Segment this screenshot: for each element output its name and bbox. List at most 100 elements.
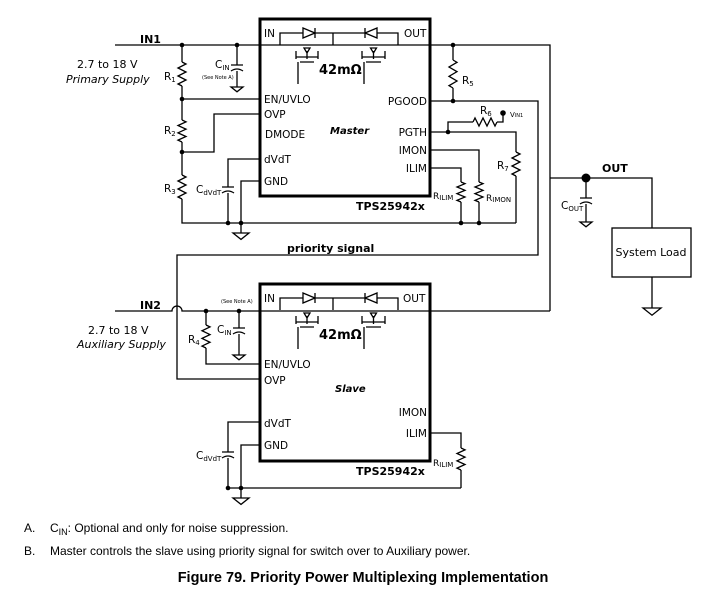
wire	[279, 297, 303, 310]
mosfet-icon	[361, 312, 386, 349]
rimon-resistor	[473, 181, 485, 203]
wire	[227, 421, 260, 452]
wire	[430, 167, 462, 182]
cdvdt1-label: CdVdT	[196, 184, 222, 197]
ground-icon	[231, 354, 247, 361]
master-role: Master	[330, 126, 370, 137]
junction-dot	[450, 42, 456, 48]
r4-label: R4	[188, 334, 200, 347]
slave-role: Slave	[335, 384, 366, 395]
r3-label: R3	[164, 183, 176, 196]
rilim-label: RILIM	[433, 192, 453, 202]
master-rdson: 42mΩ	[319, 63, 362, 78]
junction-dot	[225, 220, 231, 226]
junction-dot	[179, 96, 185, 102]
junction-dot	[581, 173, 591, 183]
r3-resistor	[176, 174, 188, 200]
cdvdt2-capacitor	[221, 451, 235, 459]
priority-signal-label: priority signal	[287, 242, 374, 255]
master-pin-en: EN/UVLO	[264, 94, 311, 106]
note-a: CIN: Optional and only for noise suppres…	[50, 521, 288, 537]
wire	[430, 432, 462, 448]
wire	[240, 180, 260, 233]
wire	[430, 149, 480, 182]
cin2-note: (See Note A)	[221, 299, 253, 305]
master-pin-gnd: GND	[264, 176, 288, 188]
system-load-box	[611, 227, 692, 278]
slave-part: TPS25942x	[356, 465, 425, 478]
slave-en-wire	[205, 348, 260, 365]
rimon-label: RIMON	[486, 194, 511, 204]
junction-dot	[458, 220, 464, 226]
junction-dot	[500, 110, 506, 116]
body-diode-icon	[363, 292, 378, 304]
cout-capacitor	[579, 197, 593, 205]
ovp-wire	[182, 113, 260, 153]
slave-pin-imon: IMON	[399, 407, 427, 419]
body-diode-icon	[302, 27, 317, 39]
master-gnd-net	[181, 199, 516, 224]
cin1-note: (See Note A)	[202, 75, 234, 81]
junction-dot	[179, 149, 185, 155]
wire	[447, 121, 473, 132]
cout-label: COUT	[561, 200, 584, 213]
r5-resistor	[447, 59, 459, 89]
master-pin-imon: IMON	[399, 145, 427, 157]
slave-rdson: 42mΩ	[319, 328, 362, 343]
note-b-marker: B.	[24, 544, 35, 558]
master-pin-pgood: PGOOD	[388, 96, 427, 108]
wire	[279, 32, 303, 45]
priority-signal-wire	[176, 100, 539, 380]
wire	[377, 297, 399, 310]
ground-icon	[641, 307, 663, 317]
net-in2: IN2	[140, 299, 161, 312]
mosfet-icon	[295, 312, 319, 349]
junction-dot	[238, 220, 244, 226]
primary-range: 2.7 to 18 V	[77, 58, 138, 71]
mosfet-icon	[361, 47, 386, 84]
ground-icon	[578, 221, 594, 228]
r1-resistor	[176, 61, 188, 87]
cin2-capacitor	[232, 327, 246, 335]
slave-pin-ilim: ILIM	[406, 428, 427, 440]
master-part: TPS25942x	[356, 200, 425, 213]
figure-caption: Figure 79. Priority Power Multiplexing I…	[178, 570, 549, 586]
slave-pin-in: IN	[264, 293, 275, 305]
wire	[497, 114, 504, 123]
slave-pin-dvdt: dVdT	[264, 418, 292, 430]
slave-pin-gnd: GND	[264, 440, 288, 452]
slave-ic	[258, 282, 432, 463]
cin1-label: CIN	[215, 59, 230, 72]
slave-pin-en: EN/UVLO	[264, 359, 311, 371]
r2-label: R2	[164, 125, 176, 138]
body-diode-icon	[302, 292, 317, 304]
net-in1: IN1	[140, 33, 161, 46]
r2-resistor	[176, 119, 188, 143]
wire	[377, 32, 399, 45]
r4-resistor	[200, 324, 212, 349]
aux-range: 2.7 to 18 V	[88, 324, 149, 337]
cin2-label: CIN	[217, 324, 232, 337]
master-pin-in: IN	[264, 28, 275, 40]
wire	[227, 158, 260, 187]
body-diode-icon	[363, 27, 378, 39]
system-load-label: System Load	[616, 246, 687, 259]
rilim2-label: RILIM	[433, 459, 453, 469]
junction-dot	[236, 308, 242, 314]
slave-pin-ovp: OVP	[264, 375, 286, 387]
rilim2-resistor	[455, 447, 467, 471]
note-b: Master controls the slave using priority…	[50, 544, 470, 558]
cdvdt2-label: CdVdT	[196, 450, 222, 463]
junction-dot	[234, 42, 240, 48]
cin1-capacitor	[230, 64, 244, 72]
master-pin-dvdt: dVdT	[264, 154, 292, 166]
junction-dot	[238, 485, 244, 491]
vin1-label: VIN1	[510, 111, 523, 119]
note-a-marker: A.	[24, 521, 35, 535]
mosfet-icon	[295, 47, 319, 84]
aux-name: Auxiliary Supply	[76, 338, 166, 351]
cdvdt1-capacitor	[221, 186, 235, 194]
junction-dot	[225, 485, 231, 491]
wire	[430, 131, 517, 152]
